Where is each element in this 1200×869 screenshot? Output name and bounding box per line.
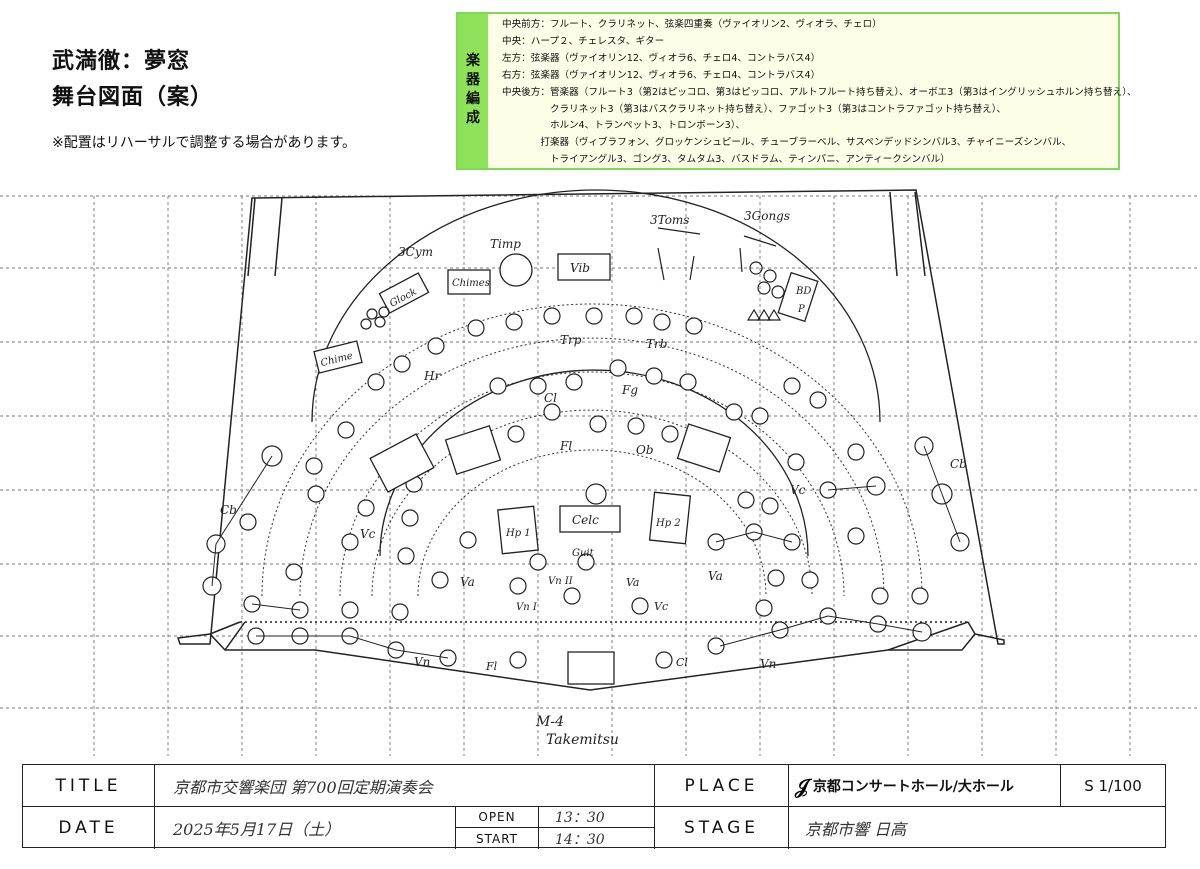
label-vn-right: Vn <box>760 657 776 671</box>
stage-arcs <box>261 303 923 597</box>
stage-plan: 3Cym Timp Chimes Glock Chime Vib 3Toms 3… <box>0 189 1200 756</box>
title-block-footer: TITLE 京都市交響楽団 第700回定期演奏会 DATE 2025年5月17日… <box>22 764 1166 849</box>
footer-start-label: START <box>475 831 519 846</box>
instrumentation-line: 打楽器（ヴィブラフォン、グロッケンシュピール、チューブラーベル、サスペンデッドシ… <box>502 137 1072 149</box>
footer-title-label: TITLE <box>55 775 122 796</box>
label-guit: Guit <box>572 548 595 559</box>
footer-place-label: PLACE <box>684 775 759 796</box>
footer-open-value: 13：30 <box>555 810 605 826</box>
instrumentation-box: 楽 器 編 成 中央前方：フルート、クラリネット、弦楽四重奏（ヴァイオリン2、ヴ… <box>456 12 1137 170</box>
instrumentation-line: 中央：ハープ２、チェレスタ、ギター <box>502 35 665 47</box>
label-vc-right: Vc <box>790 483 806 497</box>
footer-stage-value: 京都市響 日高 <box>805 820 907 839</box>
composer-title: 武満徹：夢窓 <box>52 49 191 74</box>
label-cl-solo: Cl <box>676 656 688 669</box>
label-cl: Cl <box>544 391 557 405</box>
label-timp: Timp <box>490 237 521 251</box>
instrumentation-line: 左方：弦楽器（ヴァイオリン12、ヴィオラ6、チェロ4、コントラバス4） <box>502 52 821 64</box>
footer-date-label: DATE <box>58 818 119 838</box>
instrumentation-line: 右方：弦楽器（ヴァイオリン12、ヴィオラ6、チェロ4、コントラバス4） <box>502 69 821 81</box>
side-char: 楽 <box>466 53 480 69</box>
instrumentation-line: トライアングル3、ゴング3、タムタム3、バスドラム、ティンパニ、アンティークシン… <box>502 154 950 166</box>
instrumentation-line: 中央後方：管楽器（フルート3（第2はピッコロ、第3はピッコロ、アルトフルート持ち… <box>502 86 1137 98</box>
instrumentation-lines: 中央前方：フルート、クラリネット、弦楽四重奏（ヴァイオリン2、ヴィオラ、チェロ）… <box>502 17 1137 169</box>
side-char: 成 <box>466 110 480 126</box>
label-hp1: Hp 1 <box>505 528 531 539</box>
page-subtitle: 舞台図面（案） <box>52 85 214 110</box>
label-fl: Fl <box>559 439 572 453</box>
label-vc-solo: Vc <box>654 600 668 613</box>
label-chimes: Chimes <box>452 278 490 289</box>
label-3cym: 3Cym <box>398 245 433 259</box>
footer-title-value: 京都市交響楽団 第700回定期演奏会 <box>173 777 433 797</box>
label-fg: Fg <box>621 383 638 397</box>
footer-date-value-cell: 2025年5月17日（土） <box>155 807 455 849</box>
label-va-solo: Va <box>626 576 640 589</box>
footer-date-value: 2025年5月17日（土） <box>173 820 341 839</box>
instrument-boxes <box>313 253 819 685</box>
footer-start-label-cell: START <box>455 828 539 849</box>
venue-logo-icon: 𝒥 <box>795 773 809 798</box>
stage-outline <box>176 189 1005 691</box>
label-vib: Vib <box>570 261 590 275</box>
instrumentation-line: ホルン4、トランペット3、トロンボーン3）、 <box>502 120 746 132</box>
label-va-right: Va <box>708 569 723 583</box>
label-3gongs: 3Gongs <box>744 209 790 223</box>
footer-place-value-cell: 𝒥 京都コンサートホール/大ホール <box>789 765 1061 807</box>
stage-text-labels: 3Cym Timp Chimes Glock Chime Vib 3Toms 3… <box>220 209 967 748</box>
footer-place-label-cell: PLACE <box>655 765 789 807</box>
footer-start-value-cell: 14：30 <box>539 828 655 849</box>
label-trp: Trp <box>560 333 582 347</box>
arrangement-note: ※配置はリハーサルで調整する場合があります。 <box>52 135 357 151</box>
instrumentation-line: 中央前方：フルート、クラリネット、弦楽四重奏（ヴァイオリン2、ヴィオラ、チェロ） <box>502 19 882 30</box>
footer-open-value-cell: 13：30 <box>539 807 655 828</box>
label-fl-solo: Fl <box>485 660 498 673</box>
footer-title-value-cell: 京都市交響楽団 第700回定期演奏会 <box>155 765 655 807</box>
percussion-marks <box>360 227 785 330</box>
footer-stage-value-cell: 京都市響 日高 <box>789 807 1165 849</box>
footer-date-label-cell: DATE <box>23 807 155 849</box>
label-hp2: Hp 2 <box>655 518 681 529</box>
label-vn-left: Vn <box>414 655 430 669</box>
side-char: 編 <box>466 91 480 107</box>
label-3toms: 3Toms <box>650 213 689 227</box>
footer-stage-label-cell: STAGE <box>655 807 789 849</box>
player-connectors <box>211 445 961 659</box>
label-bd: BD <box>795 286 811 297</box>
label-vn2-solo: Vn II <box>548 576 574 587</box>
label-cb-left: Cb <box>220 503 237 517</box>
label-vc-left: Vc <box>360 527 376 541</box>
instrumentation-side-label: 楽 器 編 成 <box>464 52 482 128</box>
label-va-left: Va <box>460 575 475 589</box>
footer-stage-label: STAGE <box>683 818 760 838</box>
footer-open-label: OPEN <box>478 810 516 824</box>
footer-start-value: 14：30 <box>555 831 605 848</box>
label-trb: Trb <box>646 337 667 351</box>
label-p: P <box>797 304 805 315</box>
label-vn1-solo: Vn I <box>516 602 538 613</box>
label-conductor-name: Takemitsu <box>546 732 619 748</box>
label-cb-right: Cb <box>950 457 967 471</box>
label-celc: Celc <box>572 513 599 527</box>
label-hr: Hr <box>423 369 441 383</box>
instrumentation-line: クラリネット3（第3はバスクラリネット持ち替え）、ファゴット3（第3はコントラフ… <box>502 103 1007 115</box>
footer-scale-value: S 1/100 <box>1084 776 1142 795</box>
label-conductor-note: M-4 <box>535 714 564 730</box>
instrumentation-side-bar: 楽 器 編 成 <box>458 14 488 168</box>
label-ob: Ob <box>636 443 654 457</box>
side-char: 器 <box>466 72 480 88</box>
footer-scale-cell: S 1/100 <box>1061 765 1165 807</box>
footer-place-value: 京都コンサートホール/大ホール <box>812 778 1014 795</box>
footer-title-label-cell: TITLE <box>23 765 155 807</box>
footer-open-label-cell: OPEN <box>455 807 539 828</box>
title-block: 武満徹：夢窓 舞台図面（案） <box>52 44 213 116</box>
